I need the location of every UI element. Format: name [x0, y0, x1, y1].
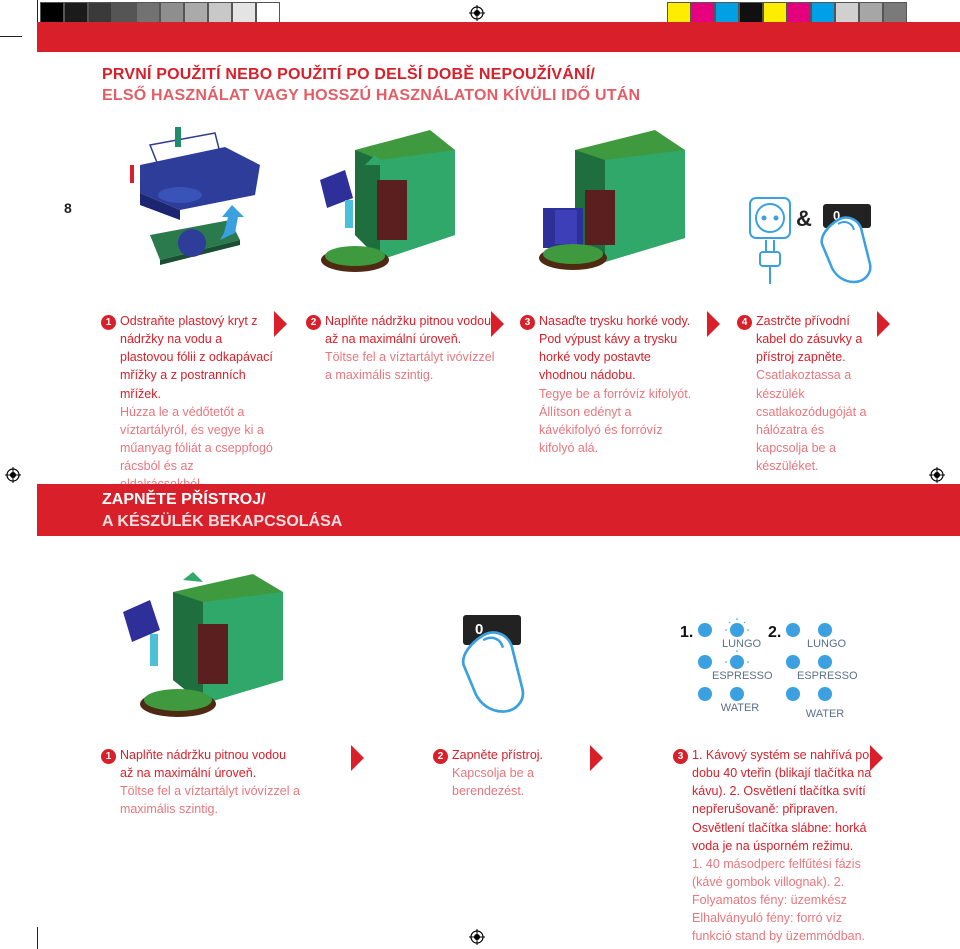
fill-water-tank-illustration — [320, 130, 455, 272]
ampersand: & — [796, 206, 812, 231]
machine-unpacking-illustration — [130, 127, 260, 265]
step-text-hu: Kapcsolja be a berendezést. — [452, 766, 535, 799]
step-text-cz: Naplňte nádržku pitnou vodou až na maxim… — [120, 748, 287, 781]
espresso-label: ESPRESSO — [712, 670, 773, 682]
step-text-hu: Töltse fel a víztartályt ivóvízzel a max… — [325, 350, 495, 383]
crop-mark — [37, 927, 38, 949]
step-text-cz: Zastrčte přívodní kabel do zásuvky a pří… — [756, 314, 863, 365]
water-label: WATER — [720, 702, 760, 714]
section2-step-2: Zapněte přístroj. Kapcsolja be a berende… — [452, 746, 552, 800]
finger-press-icon — [461, 631, 525, 713]
water-label: WATER — [805, 708, 845, 720]
panel-1-number: 1. — [680, 624, 694, 641]
step-number: 1 — [101, 315, 116, 330]
step-number: 1 — [101, 749, 116, 764]
section1-title-cz: PRVNÍ POUŽITÍ NEBO POUŽITÍ PO DELŠÍ DOBĚ… — [102, 66, 596, 83]
button-panel-2-icons — [786, 623, 832, 701]
step-number: 2 — [306, 315, 321, 330]
next-arrow-icon — [274, 311, 287, 337]
next-arrow-icon — [590, 745, 603, 771]
panel-2-number: 2. — [768, 624, 782, 641]
fill-water-tank-illustration — [123, 572, 283, 717]
next-arrow-icon — [707, 311, 720, 337]
step-text-hu: Töltse fel a víztartályt ivóvízzel a max… — [120, 784, 300, 817]
section1-step-4: Zastrčte přívodní kabel do zásuvky a pří… — [756, 312, 871, 475]
power-switch-label: 0 — [833, 208, 841, 223]
registration-mark-icon — [929, 467, 945, 483]
next-arrow-icon — [870, 745, 883, 771]
crop-mark — [0, 36, 22, 37]
next-arrow-icon — [877, 311, 890, 337]
registration-mark-icon — [469, 929, 485, 945]
next-arrow-icon — [491, 311, 504, 337]
section2-band — [37, 484, 960, 536]
lungo-label: LUNGO — [722, 638, 762, 650]
header-band — [37, 22, 960, 52]
section2-title-cz: ZAPNĚTE PŘÍSTROJ/ — [102, 491, 266, 508]
power-switch-label: 0 — [475, 621, 484, 638]
attach-hot-water-nozzle-illustration — [539, 130, 685, 270]
registration-mark-icon — [469, 5, 485, 21]
step-text-cz: Odstraňte plastový kryt z nádržky na vod… — [120, 314, 273, 401]
next-arrow-icon — [351, 745, 364, 771]
step-text-hu: Húzza le a védőtetőt a víztartályról, és… — [120, 404, 273, 492]
section1-title-hu: ELSŐ HASZNÁLAT VAGY HOSSZÚ HASZNÁLATON K… — [102, 87, 641, 104]
step-text-cz: Nasaďte trysku horké vody. Pod výpust ká… — [539, 314, 691, 383]
step-text-cz: Naplňte nádržku pitnou vodou až na maxim… — [325, 314, 492, 347]
step-text-cz: Zapněte přístroj. — [452, 748, 544, 762]
step-text-hu: Tegye be a forróvíz kifolyót. Állítson e… — [539, 386, 692, 455]
section1-step-3: Nasaďte trysku horké vody. Pod výpust ká… — [539, 312, 694, 457]
step-number: 4 — [737, 315, 752, 330]
espresso-label: ESPRESSO — [797, 670, 858, 682]
step-number: 3 — [673, 749, 688, 764]
section2-title-hu: A KÉSZÜLÉK BEKAPCSOLÁSA — [102, 513, 343, 530]
step-text-cz: 1. Kávový systém se nahřívá po dobu 40 v… — [692, 748, 872, 853]
step-number: 3 — [520, 315, 535, 330]
step-text-hu: 1. 40 másodperc felfűtési fázis (kávé go… — [692, 856, 866, 944]
page-number: 8 — [64, 200, 72, 216]
section1-step-1: Odstraňte plastový kryt z nádržky na vod… — [120, 312, 275, 493]
button-panel-1-icons — [698, 618, 749, 701]
finger-press-icon — [820, 216, 872, 284]
section2-step-1: Naplňte nádržku pitnou vodou až na maxim… — [120, 746, 300, 819]
crop-mark — [37, 0, 38, 22]
step-number: 2 — [433, 749, 448, 764]
lungo-label: LUNGO — [807, 638, 847, 650]
registration-mark-icon — [5, 467, 21, 483]
power-socket-icon — [749, 197, 791, 284]
step-text-hu: Csatlakoztassa a készülék csatlakozódugó… — [756, 368, 867, 473]
section2-step-3: 1. Kávový systém se nahřívá po dobu 40 v… — [692, 746, 872, 945]
section1-step-2: Naplňte nádržku pitnou vodou až na maxim… — [325, 312, 497, 385]
